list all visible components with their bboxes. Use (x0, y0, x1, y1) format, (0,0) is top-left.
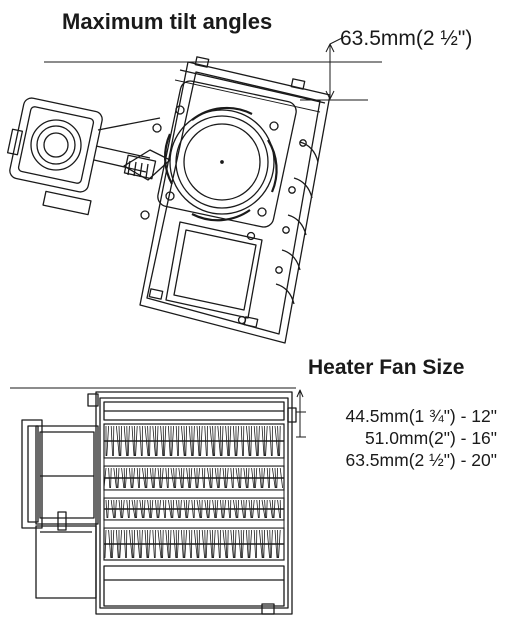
fan-housing (157, 80, 297, 228)
junction-box-left (6, 97, 103, 216)
bottom-fan-drawing (10, 387, 306, 615)
tilted-heater-body (139, 56, 331, 344)
title-max-tilt-angles: Maximum tilt angles (62, 9, 273, 34)
top-tilt-drawing (6, 37, 382, 344)
title-heater-fan-size: Heater Fan Size (308, 356, 465, 379)
terminal-box (165, 221, 263, 325)
tilt-dimension-label: 63.5mm(2 ½") (340, 27, 473, 50)
fan-size-16-label: 51.0mm(2") - 16" (364, 428, 497, 448)
fan-size-20-label: 63.5mm(2 ½") - 20" (345, 450, 497, 470)
heater-fin-rows (103, 423, 285, 561)
conduit-pipe (93, 117, 171, 220)
motor-housing (21, 419, 99, 599)
fan-size-12-label: 44.5mm(1 ¾") - 12" (345, 406, 497, 426)
